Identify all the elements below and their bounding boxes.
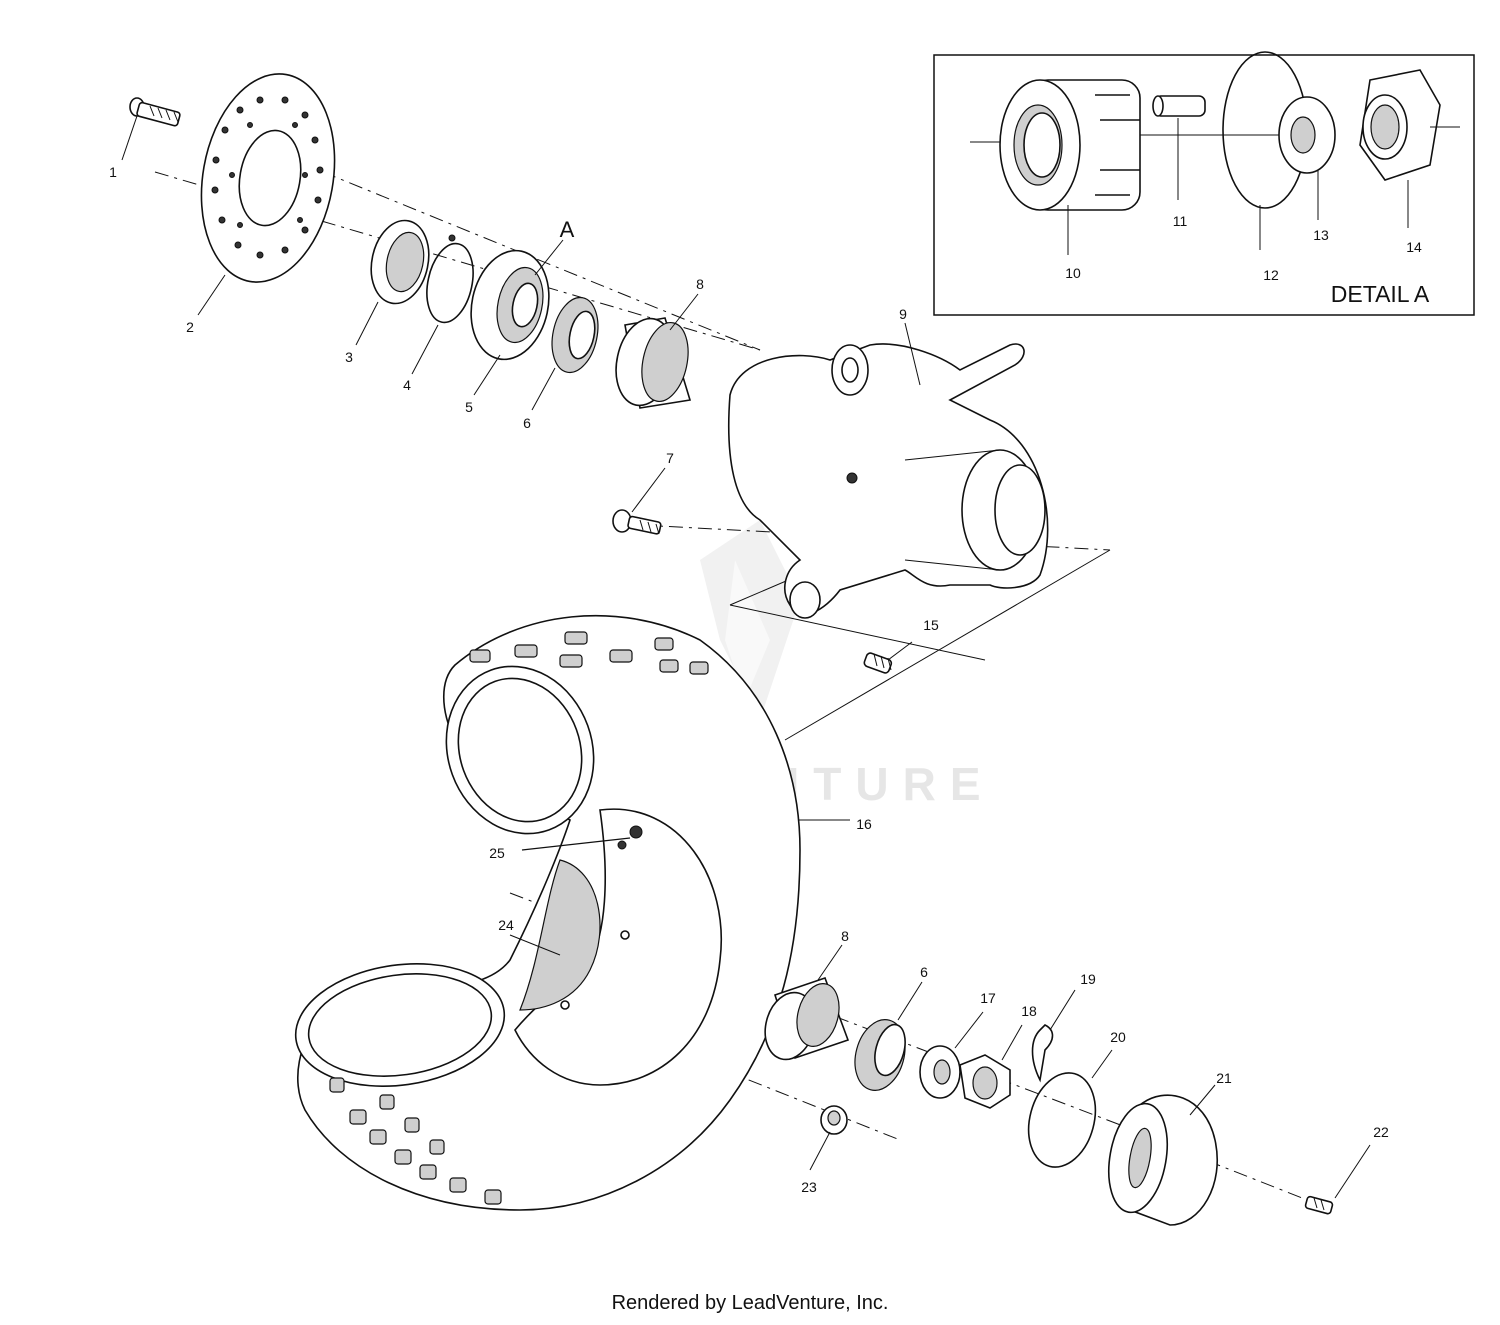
- detail-a-marker: A: [560, 217, 575, 242]
- part-25-valve-stem: [521, 825, 643, 851]
- detail-a-frame: [933, 54, 1475, 316]
- part-10-drive-collar: [970, 79, 1141, 211]
- callout-25: 25: [489, 845, 505, 861]
- part-3-seal: [370, 219, 430, 305]
- part-1-bolt: [129, 97, 181, 127]
- callout-labels: 1 2 3 4 5 6 8 9 7 15 10 11 12 13 14 16 2…: [109, 164, 1422, 1195]
- callout-16: 16: [856, 816, 872, 832]
- part-14-hex-nut: [1359, 69, 1460, 181]
- part-19-cotter-pin: [1031, 1024, 1054, 1083]
- callout-5: 5: [465, 399, 473, 415]
- callout-1: 1: [109, 164, 117, 180]
- callout-17: 17: [980, 990, 996, 1006]
- part-9-hub-spindle: [727, 343, 1049, 619]
- callout-18: 18: [1021, 1003, 1037, 1019]
- callout-3: 3: [345, 349, 353, 365]
- part-6-tapered-bearing-upper: [551, 296, 599, 374]
- axis-line-bolt: [1179, 1149, 1321, 1206]
- callout-20: 20: [1110, 1029, 1126, 1045]
- part-5-clutch-assembly: [470, 249, 550, 361]
- callout-8: 8: [696, 276, 704, 292]
- callout-22: 22: [1373, 1124, 1389, 1140]
- part-21-hub-cap: [1108, 1094, 1219, 1226]
- callout-6-lower: 6: [920, 964, 928, 980]
- leader-lines: [121, 115, 1409, 1199]
- part-17-washer: [919, 1045, 961, 1099]
- callout-11: 11: [1173, 213, 1188, 229]
- callout-8-lower: 8: [841, 928, 849, 944]
- callout-24: 24: [498, 917, 514, 933]
- part-2-brake-disc: [200, 73, 336, 283]
- detail-a-title: DETAIL A: [1331, 281, 1430, 307]
- part-22-cap-screw: [1304, 1195, 1334, 1215]
- part-16-tire: [294, 614, 801, 1211]
- axis-connector: [784, 549, 1111, 741]
- part-20-o-ring: [1027, 1072, 1097, 1168]
- callout-10: 10: [1065, 265, 1081, 281]
- callout-23: 23: [801, 1179, 817, 1195]
- callout-13: 13: [1313, 227, 1329, 243]
- callout-4: 4: [403, 377, 411, 393]
- callout-7: 7: [666, 450, 674, 466]
- part-24-wheel-rim: [514, 808, 722, 1086]
- part-13-washer: [1278, 96, 1336, 174]
- callout-21: 21: [1216, 1070, 1232, 1086]
- part-15-small-bolt: [863, 652, 893, 674]
- callout-14: 14: [1406, 239, 1422, 255]
- part-11-pin: [1152, 95, 1206, 117]
- footer-credit: Rendered by LeadVenture, Inc.: [611, 1292, 889, 1314]
- part-8-bearing-race-upper: [615, 317, 692, 409]
- part-4-snap-ring: [426, 234, 474, 324]
- part-8-bearing-race-lower: [764, 976, 850, 1061]
- callout-19: 19: [1080, 971, 1096, 987]
- callout-9: 9: [899, 306, 907, 322]
- part-6-tapered-bearing-lower: [854, 1019, 906, 1091]
- callout-12: 12: [1263, 267, 1279, 283]
- callout-6: 6: [523, 415, 531, 431]
- callout-15: 15: [923, 617, 939, 633]
- part-18-castle-nut: [959, 1054, 1011, 1109]
- callout-2: 2: [186, 319, 194, 335]
- watermark-logo: [700, 520, 800, 720]
- part-7-hub-bolt: [612, 509, 662, 535]
- part-23-lug-nut: [820, 1105, 848, 1135]
